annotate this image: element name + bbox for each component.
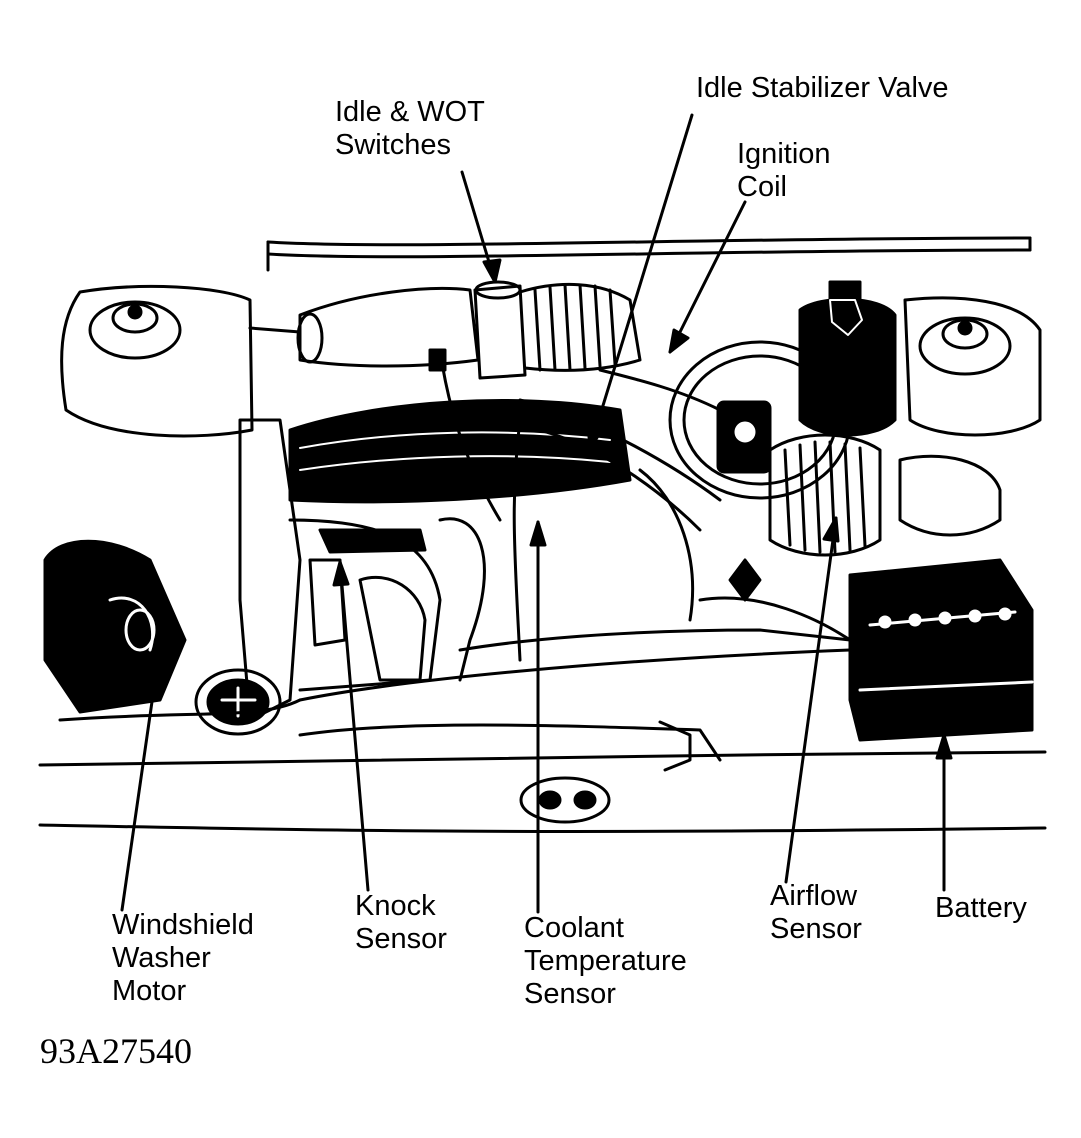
label-ignition-coil: Ignition Coil: [737, 138, 831, 204]
label-coolant-line2: Temperature: [524, 945, 687, 977]
arrow-ignition-coil: [668, 328, 690, 354]
label-washer-line2: Washer: [112, 942, 211, 974]
arrow-idle-wot: [482, 258, 502, 284]
oil-filler-cap: [194, 668, 282, 736]
right-strut-tower: [918, 316, 1012, 376]
hoses-and-wiring: [298, 348, 852, 702]
arrow-coolant-temp: [529, 520, 547, 547]
leader-washer-motor: [120, 658, 160, 912]
label-knock-line2: Sensor: [355, 923, 447, 955]
label-idle-wot-line2: Switches: [335, 129, 452, 161]
label-washer-line1: Windshield: [112, 909, 254, 941]
valve-cover: [288, 398, 632, 504]
label-battery-line1: Battery: [935, 892, 1027, 924]
label-idle-stabilizer-line1: Idle Stabilizer Valve: [696, 72, 949, 104]
throttle-body: [473, 280, 527, 380]
label-ignition-coil-line1: Ignition: [737, 138, 831, 170]
leader-idle-stabilizer: [588, 113, 694, 450]
arrow-airflow: [822, 516, 840, 543]
intake-manifold: [518, 368, 722, 622]
label-airflow-sensor: Airflow Sensor: [770, 880, 862, 946]
leader-knock-sensor: [338, 560, 370, 892]
leader-ignition-coil: [668, 200, 747, 354]
battery-body: [848, 558, 1034, 742]
arrow-idle-stabilizer: [586, 423, 604, 450]
label-idle-wot-line1: Idle & WOT: [335, 96, 485, 128]
ignition-coil-body: [798, 280, 897, 437]
label-airflow-line1: Airflow: [770, 880, 858, 912]
idle-stabilizer-block: [716, 400, 772, 474]
intake-hose: [518, 283, 642, 372]
leader-airflow: [784, 516, 838, 884]
hood-edge: [266, 236, 1032, 272]
label-coolant-temperature-sensor: Coolant Temperature Sensor: [524, 912, 687, 1011]
label-coolant-line1: Coolant: [524, 912, 624, 944]
leader-lines: [120, 113, 953, 914]
arrow-washer-motor: [146, 658, 164, 684]
label-airflow-line2: Sensor: [770, 913, 862, 945]
label-idle-wot-switches: Idle & WOT Switches: [335, 96, 485, 162]
label-windshield-washer-motor: Windshield Washer Motor: [112, 909, 254, 1008]
arrow-battery: [935, 733, 953, 760]
front-cross-member: [38, 698, 1047, 833]
label-ignition-coil-line2: Coil: [737, 171, 787, 203]
washer-motor-body: [43, 539, 187, 714]
engine-block: [238, 418, 486, 722]
arrow-knock-sensor: [332, 560, 350, 587]
label-battery: Battery: [935, 892, 1027, 925]
figure-code: 93A27540: [40, 1031, 192, 1071]
label-knock-sensor: Knock Sensor: [355, 890, 447, 956]
label-coolant-line3: Sensor: [524, 978, 616, 1010]
fender-walls: [60, 284, 1042, 438]
label-idle-stabilizer-valve: Idle Stabilizer Valve: [696, 72, 949, 105]
airflow-sensor-body: [768, 433, 1002, 557]
label-knock-line1: Knock: [355, 890, 436, 922]
label-washer-line3: Motor: [112, 975, 187, 1007]
left-strut-tower: [88, 300, 182, 360]
